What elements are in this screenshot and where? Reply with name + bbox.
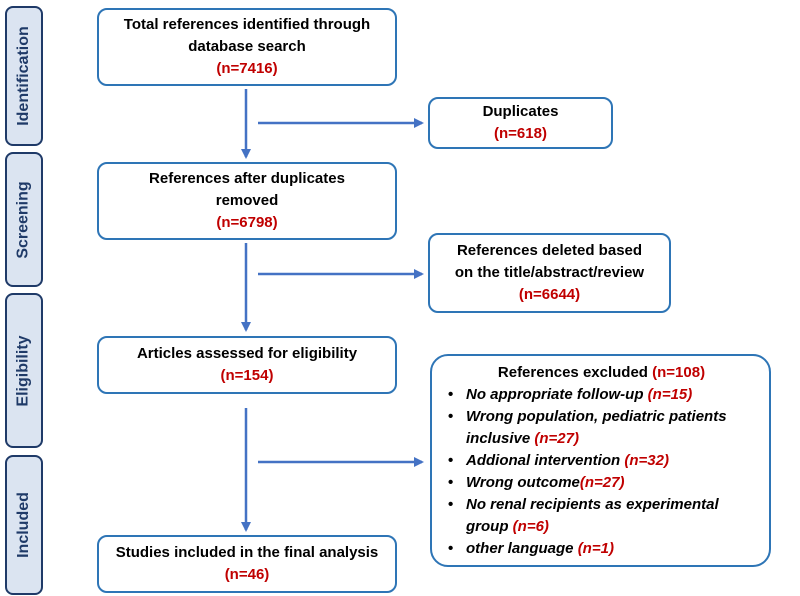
exclusion-reason-count: (n=27) [579,474,625,491]
box-total-line2: database search [188,38,306,55]
box-total-references: Total references identified through data… [97,8,397,86]
phase-eligibility: Eligibility [5,293,43,448]
exclusion-reason-count: (n=15) [647,386,693,403]
box-after-dup-line1: References after duplicates [149,170,345,187]
phase-screening: Screening [5,152,43,287]
box-after-dup-count: (n=6798) [216,214,278,231]
box-duplicates-label: Duplicates [482,103,559,120]
box-after-dup-line2: removed [215,192,279,209]
exclusion-reason-count: (n=27) [534,430,579,447]
exclusion-reason: Wrong outcome(n=27) [446,472,757,494]
exclusion-reason-text-cont: inclusive [466,430,531,447]
exclusion-reason: No renal recipients as experimental grou… [446,494,757,538]
exclusion-reason-count: (n=32) [624,452,669,469]
exclusion-reason-text: No renal recipients as experimental [466,496,719,513]
box-duplicates: Duplicates (n=618) [428,97,613,149]
excluded-count: (n=108) [652,364,706,381]
exclusion-reason-text: Wrong population, pediatric patients [466,408,727,425]
exclusion-reason-text: Wrong outcome [466,474,580,491]
box-deleted-line1: References deleted based [456,242,643,259]
box-total-count: (n=7416) [216,60,278,77]
exclusion-reason-text: No appropriate follow-up [466,386,644,403]
box-assessed-label: Articles assessed for eligibility [136,345,358,362]
exclusion-reason: Wrong population, pediatric patients inc… [446,406,757,450]
excluded-heading: References excluded (n=108) [446,362,757,384]
box-assessed: Articles assessed for eligibility (n=154… [97,336,397,394]
phase-identification: Identification [5,6,43,146]
box-references-excluded: References excluded (n=108) No appropria… [430,354,771,567]
exclusion-reason-count: (n=1) [577,540,614,557]
exclusion-reason: Addional intervention (n=32) [446,450,757,472]
excluded-title: References excluded [497,364,648,381]
box-deleted-line2: on the title/abstract/review [454,264,645,281]
exclusion-reason: other language (n=1) [446,538,757,560]
excluded-reasons-list: No appropriate follow-up (n=15) Wrong po… [446,384,757,560]
phase-included: Included [5,455,43,595]
exclusion-reason-count: (n=6) [512,518,549,535]
box-deleted: References deleted based on the title/ab… [428,233,671,313]
box-total-line1: Total references identified through [123,16,371,33]
box-duplicates-count: (n=618) [494,125,547,142]
exclusion-reason: No appropriate follow-up (n=15) [446,384,757,406]
box-included-label: Studies included in the final analysis [115,544,379,561]
box-included: Studies included in the final analysis (… [97,535,397,593]
exclusion-reason-text-cont: group [466,518,509,535]
box-included-count: (n=46) [224,566,270,583]
exclusion-reason-text: Addional intervention [466,452,621,469]
box-deleted-count: (n=6644) [518,286,581,303]
box-after-duplicates: References after duplicates removed (n=6… [97,162,397,240]
box-assessed-count: (n=154) [220,367,274,384]
exclusion-reason-text: other language [466,540,574,557]
